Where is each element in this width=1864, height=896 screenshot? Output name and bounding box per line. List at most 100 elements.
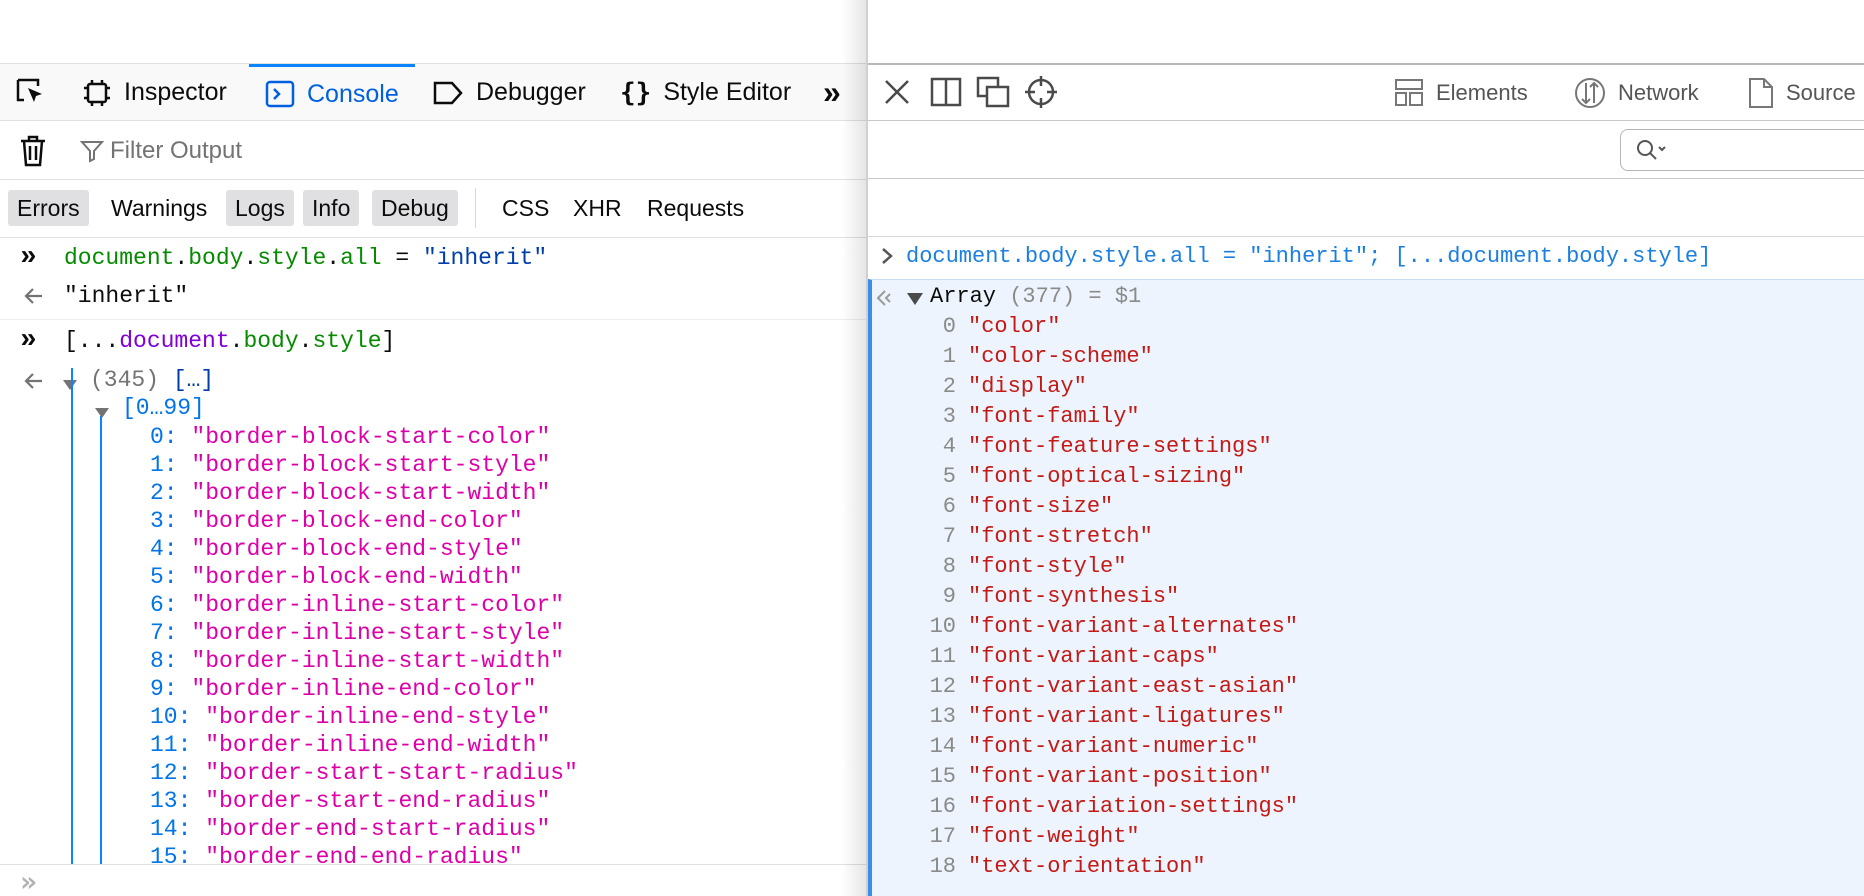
array-item-value: "font-stretch" bbox=[968, 524, 1153, 549]
tab-inspector-label: Inspector bbox=[124, 78, 227, 106]
array-item-index: 1 bbox=[942, 344, 956, 369]
console-input[interactable]: » bbox=[0, 864, 866, 896]
inspector-empty-row bbox=[868, 179, 1864, 237]
result-arrow-icon bbox=[876, 288, 900, 315]
input-prompt-icon: » bbox=[20, 865, 37, 896]
debugger-icon bbox=[433, 81, 463, 104]
expand-toggle-icon[interactable] bbox=[62, 373, 78, 399]
array-item-index: 16 bbox=[929, 794, 956, 819]
array-item-index: 13 bbox=[929, 704, 956, 729]
array-meta: (377) = $1 bbox=[996, 284, 1142, 309]
array-item-value: "font-style" bbox=[968, 554, 1127, 579]
array-item-value: "font-variant-caps" bbox=[968, 644, 1219, 669]
tab-console[interactable]: Console bbox=[249, 64, 415, 121]
array-item-index: 4 bbox=[942, 434, 956, 459]
array-item-index: 6 bbox=[942, 494, 956, 519]
array-item-value: "font-weight" bbox=[968, 824, 1140, 849]
console-command-line: document.body.style.all = "inherit"; [..… bbox=[868, 240, 1864, 276]
array-item-value: "color-scheme" bbox=[968, 344, 1153, 369]
safari-web-inspector: Elements Network Source document.body.st… bbox=[868, 0, 1864, 896]
array-item-index: 9 bbox=[942, 584, 956, 609]
array-item-value: "font-variant-ligatures" bbox=[968, 704, 1285, 729]
tab-inspector[interactable]: Inspector bbox=[82, 64, 227, 121]
array-item-value: "font-variant-east-asian" bbox=[968, 674, 1299, 699]
array-item-value: "display" bbox=[968, 374, 1087, 399]
tab-elements[interactable]: Elements bbox=[1394, 65, 1528, 121]
page-area bbox=[0, 0, 866, 63]
devtools-tab-bar: Inspector Console Debugger {} Style Edit… bbox=[0, 63, 866, 121]
detach-window-icon[interactable] bbox=[976, 76, 1010, 113]
console-result-block: Array (377) = $1 0"color"1"color-scheme"… bbox=[868, 279, 1864, 896]
elements-icon bbox=[1395, 79, 1423, 106]
array-item-value: "font-size" bbox=[968, 494, 1114, 519]
tab-sources[interactable]: Source bbox=[1748, 65, 1856, 121]
crosshair-target-icon[interactable] bbox=[1024, 75, 1058, 114]
filter-debug-button[interactable]: Debug bbox=[372, 190, 458, 226]
filter-output-input[interactable]: Filter Output bbox=[110, 137, 243, 164]
filter-errors-button[interactable]: Errors bbox=[8, 190, 89, 226]
sources-icon bbox=[1749, 78, 1773, 108]
tab-style-editor-label: Style Editor bbox=[663, 78, 792, 106]
filter-requests-button[interactable]: Requests bbox=[647, 194, 745, 221]
array-item-value: "color" bbox=[968, 314, 1061, 339]
array-item-index: 2 bbox=[942, 374, 956, 399]
tab-network-label: Network bbox=[1618, 80, 1699, 105]
dock-side-icon[interactable] bbox=[930, 77, 962, 112]
array-item-value: "font-variant-numeric" bbox=[968, 734, 1259, 759]
filter-logs-button[interactable]: Logs bbox=[226, 190, 294, 226]
array-item-index: 8 bbox=[942, 554, 956, 579]
array-item-value: "font-synthesis" bbox=[968, 584, 1180, 609]
filter-xhr-button[interactable]: XHR bbox=[573, 194, 622, 221]
panel-divider bbox=[866, 0, 868, 896]
console-output bbox=[0, 239, 866, 864]
network-icon bbox=[1575, 78, 1605, 108]
filter-warnings-button[interactable]: Warnings bbox=[111, 194, 208, 221]
array-summary[interactable]: Array (377) = $1 bbox=[930, 284, 1141, 314]
filter-funnel-icon bbox=[79, 139, 105, 168]
close-icon[interactable] bbox=[882, 77, 912, 112]
tab-style-editor[interactable]: {} Style Editor bbox=[620, 64, 791, 121]
array-item-index: 12 bbox=[929, 674, 956, 699]
tab-elements-label: Elements bbox=[1436, 80, 1528, 105]
array-item-index: 17 bbox=[929, 824, 956, 849]
console-filter-bar: Filter Output bbox=[0, 122, 866, 180]
expand-toggle-icon[interactable] bbox=[906, 289, 924, 314]
array-item-index: 11 bbox=[929, 644, 956, 669]
command-text: document.body.style.all = "inherit"; [..… bbox=[906, 244, 1712, 269]
command-prompt-chevron-icon bbox=[880, 246, 894, 273]
console-icon bbox=[265, 80, 295, 108]
tab-debugger[interactable]: Debugger bbox=[432, 64, 586, 121]
array-item-index: 14 bbox=[929, 734, 956, 759]
filter-info-button[interactable]: Info bbox=[303, 190, 360, 226]
tree-guide-line bbox=[71, 368, 73, 864]
array-item-value: "font-feature-settings" bbox=[968, 434, 1272, 459]
inspector-toolbar: Elements Network Source bbox=[868, 65, 1864, 121]
tab-console-label: Console bbox=[307, 79, 399, 108]
array-item-value: "font-variant-alternates" bbox=[968, 614, 1299, 639]
array-item-value: "text-orientation" bbox=[968, 854, 1206, 879]
tab-debugger-label: Debugger bbox=[476, 78, 586, 106]
tab-network[interactable]: Network bbox=[1574, 65, 1699, 121]
array-item-value: "font-variation-settings" bbox=[968, 794, 1299, 819]
array-item-index: 3 bbox=[942, 404, 956, 429]
filter-css-button[interactable]: CSS bbox=[502, 194, 550, 221]
more-tabs-chevron-icon[interactable]: » bbox=[823, 74, 841, 110]
trash-icon[interactable] bbox=[18, 134, 48, 173]
array-item-index: 7 bbox=[942, 524, 956, 549]
array-item-value: "font-optical-sizing" bbox=[968, 464, 1246, 489]
search-icon bbox=[1635, 138, 1669, 167]
array-item-index: 10 bbox=[929, 614, 956, 639]
log-category-bar: Errors Warnings Logs Info Debug CSS XHR … bbox=[0, 180, 866, 238]
firefox-devtools-panel: Inspector Console Debugger {} Style Edit… bbox=[0, 0, 866, 896]
braces-icon: {} bbox=[620, 77, 652, 108]
array-item-value: "font-variant-position" bbox=[968, 764, 1272, 789]
array-item-index: 15 bbox=[929, 764, 956, 789]
inspector-icon bbox=[84, 79, 110, 106]
inspector-filter-row bbox=[868, 121, 1864, 179]
tree-guide-line bbox=[100, 416, 102, 864]
category-divider bbox=[475, 188, 476, 228]
element-picker-icon[interactable] bbox=[14, 64, 60, 121]
search-input[interactable] bbox=[1620, 129, 1864, 171]
expand-toggle-icon[interactable] bbox=[94, 401, 110, 427]
array-item-value: "font-family" bbox=[968, 404, 1140, 429]
